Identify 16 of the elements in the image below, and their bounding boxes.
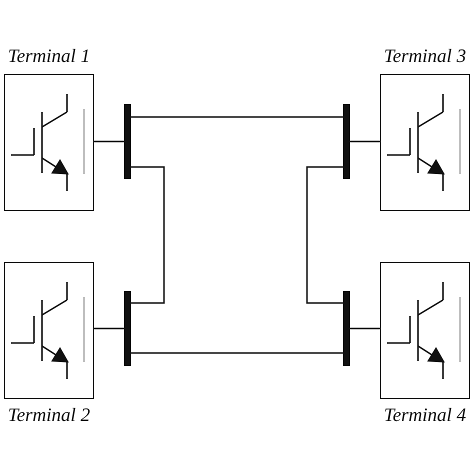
bus-bar bbox=[124, 291, 131, 366]
bus-bar bbox=[343, 104, 350, 179]
connector-line bbox=[94, 140, 124, 142]
connector-line bbox=[131, 166, 165, 304]
terminal-label: Terminal 1 bbox=[8, 45, 90, 69]
connector-line bbox=[350, 328, 380, 330]
terminal-label: Terminal 2 bbox=[8, 404, 90, 428]
connector-line bbox=[306, 166, 343, 304]
terminal-label: Terminal 4 bbox=[384, 404, 466, 428]
connector-line bbox=[94, 328, 124, 330]
bus-bar bbox=[343, 291, 350, 366]
terminal-label: Terminal 3 bbox=[384, 45, 466, 69]
connector-line bbox=[131, 352, 343, 354]
connector-line bbox=[131, 116, 343, 118]
connector-line bbox=[350, 140, 380, 142]
bus-bar bbox=[124, 104, 131, 179]
